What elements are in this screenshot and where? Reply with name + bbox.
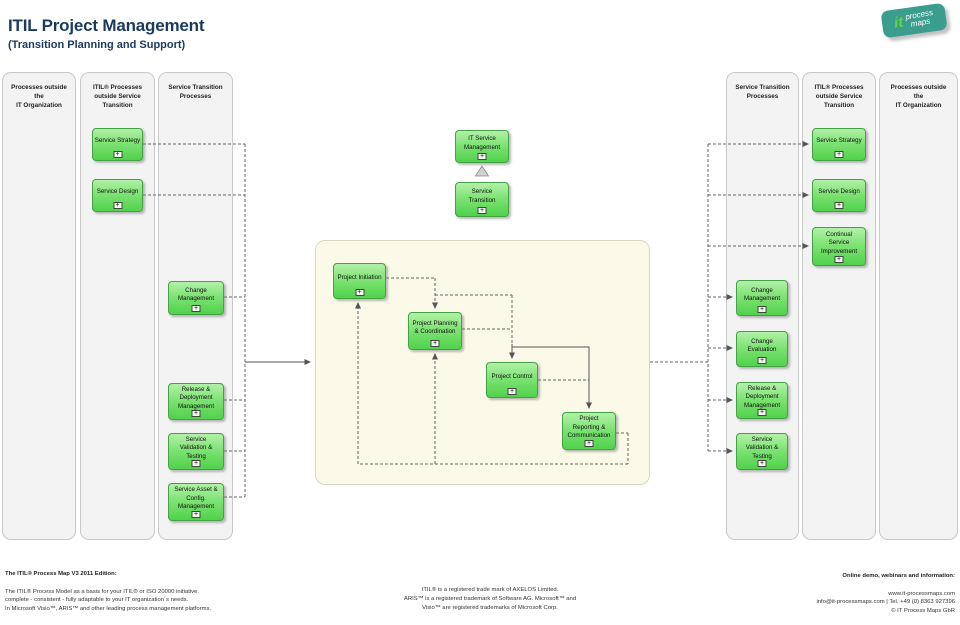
footer-contact-heading: Online demo, webinars and information:	[842, 572, 955, 579]
box-right-service-validation-testing[interactable]: Service Validation & Testing +	[736, 433, 788, 470]
box-left-service-asset-config[interactable]: Service Asset & Config. Management +	[168, 483, 224, 521]
expand-plus-icon[interactable]: +	[757, 409, 767, 416]
expand-plus-icon[interactable]: +	[834, 256, 844, 263]
page-title: ITIL Project Management	[8, 16, 205, 35]
box-right-service-strategy[interactable]: Service Strategy +	[812, 128, 866, 161]
footer-trademark-block: ITIL® is a registered trade mark of AXEL…	[340, 577, 640, 621]
page-subtitle: (Transition Planning and Support)	[8, 39, 186, 51]
hierarchy-triangle-icon	[474, 165, 490, 177]
lane-header: ITIL® Processes outside Service Transiti…	[92, 84, 143, 110]
box-left-service-strategy[interactable]: Service Strategy +	[92, 128, 143, 161]
lane-header: Processes outside the IT Organization	[11, 84, 67, 110]
footer-contact-block: Online demo, webinars and information: w…	[816, 563, 955, 625]
box-right-service-design[interactable]: Service Design +	[812, 179, 866, 212]
lane-header: ITIL® Processes outside Service Transiti…	[814, 84, 864, 110]
box-right-change-evaluation[interactable]: Change Evaluation +	[736, 331, 788, 367]
footer-edition-block: The ITIL® Process Map V3 2011 Edition: T…	[5, 561, 211, 623]
expand-plus-icon[interactable]: +	[430, 340, 440, 347]
box-right-continual-service-improvement[interactable]: Continual Service Improvement +	[812, 227, 866, 266]
logo-it-text: it	[892, 13, 905, 32]
box-label: Service Design	[96, 188, 139, 196]
box-left-release-deployment[interactable]: Release & Deployment Management +	[168, 383, 224, 420]
expand-plus-icon[interactable]: +	[757, 306, 767, 313]
box-label: Change Evaluation	[747, 337, 777, 353]
box-project-control[interactable]: Project Control +	[486, 362, 538, 398]
lane-right-processes-outside-it: Processes outside the IT Organization	[879, 72, 958, 540]
expand-plus-icon[interactable]: +	[477, 207, 487, 214]
expand-plus-icon[interactable]: +	[191, 305, 201, 312]
lane-header: Processes outside the IT Organization	[890, 84, 947, 110]
box-label: Service Strategy	[816, 137, 862, 145]
box-label: Project Initiation	[337, 273, 382, 281]
box-label: Service Transition	[468, 188, 496, 204]
box-label: Project Control	[491, 372, 533, 380]
box-label: Release & Deployment Management	[743, 384, 781, 409]
box-label: Service Strategy	[94, 137, 141, 145]
expand-plus-icon[interactable]: +	[113, 202, 122, 209]
expand-plus-icon[interactable]: +	[191, 511, 201, 518]
lane-header: Service Transition Processes	[735, 84, 790, 101]
box-project-reporting-communication[interactable]: Project Reporting & Communication +	[562, 412, 616, 450]
box-label: IT Service Management	[463, 135, 501, 151]
box-project-planning-coordination[interactable]: Project Planning & Coordination +	[408, 312, 462, 350]
expand-plus-icon[interactable]: +	[355, 289, 364, 296]
expand-plus-icon[interactable]: +	[477, 153, 487, 160]
expand-plus-icon[interactable]: +	[834, 202, 844, 209]
footer-trademark-lines: ITIL® is a registered trade mark of AXEL…	[403, 586, 577, 611]
expand-plus-icon[interactable]: +	[834, 151, 844, 158]
footer-contact-lines: www.it-processmaps.com info@it-processma…	[816, 590, 955, 615]
expand-plus-icon[interactable]: +	[191, 410, 201, 417]
box-label: Service Design	[818, 188, 860, 196]
expand-plus-icon[interactable]: +	[757, 357, 767, 364]
box-left-service-design[interactable]: Service Design +	[92, 179, 143, 212]
box-right-release-deployment[interactable]: Release & Deployment Management +	[736, 382, 788, 419]
expand-plus-icon[interactable]: +	[507, 388, 517, 395]
footer-edition-lines: The ITIL® Process Model as a basis for y…	[5, 588, 212, 613]
lane-header: Service Transition Processes	[168, 84, 223, 101]
lane-left-processes-outside-it: Processes outside the IT Organization	[2, 72, 76, 540]
expand-plus-icon[interactable]: +	[757, 460, 767, 467]
box-it-service-management[interactable]: IT Service Management +	[455, 130, 509, 163]
expand-plus-icon[interactable]: +	[191, 460, 201, 467]
box-label: Continual Service Improvement	[820, 230, 858, 255]
box-left-service-validation-testing[interactable]: Service Validation & Testing +	[168, 433, 224, 470]
box-service-transition[interactable]: Service Transition +	[455, 182, 509, 217]
connector-right-collector	[650, 144, 709, 451]
box-project-initiation[interactable]: Project Initiation +	[333, 263, 386, 299]
itil-process-map-page: ITIL Project Management (Transition Plan…	[2, 2, 958, 614]
logo-word-maps: maps	[910, 16, 932, 30]
expand-plus-icon[interactable]: +	[113, 151, 122, 158]
expand-plus-icon[interactable]: +	[584, 440, 594, 447]
box-left-change-management[interactable]: Change Management +	[168, 281, 224, 315]
box-label: Change Management	[743, 286, 781, 302]
box-label: Service Validation & Testing	[745, 435, 779, 460]
box-right-change-management[interactable]: Change Management +	[736, 280, 788, 316]
footer-edition-heading: The ITIL® Process Map V3 2011 Edition:	[5, 570, 117, 577]
